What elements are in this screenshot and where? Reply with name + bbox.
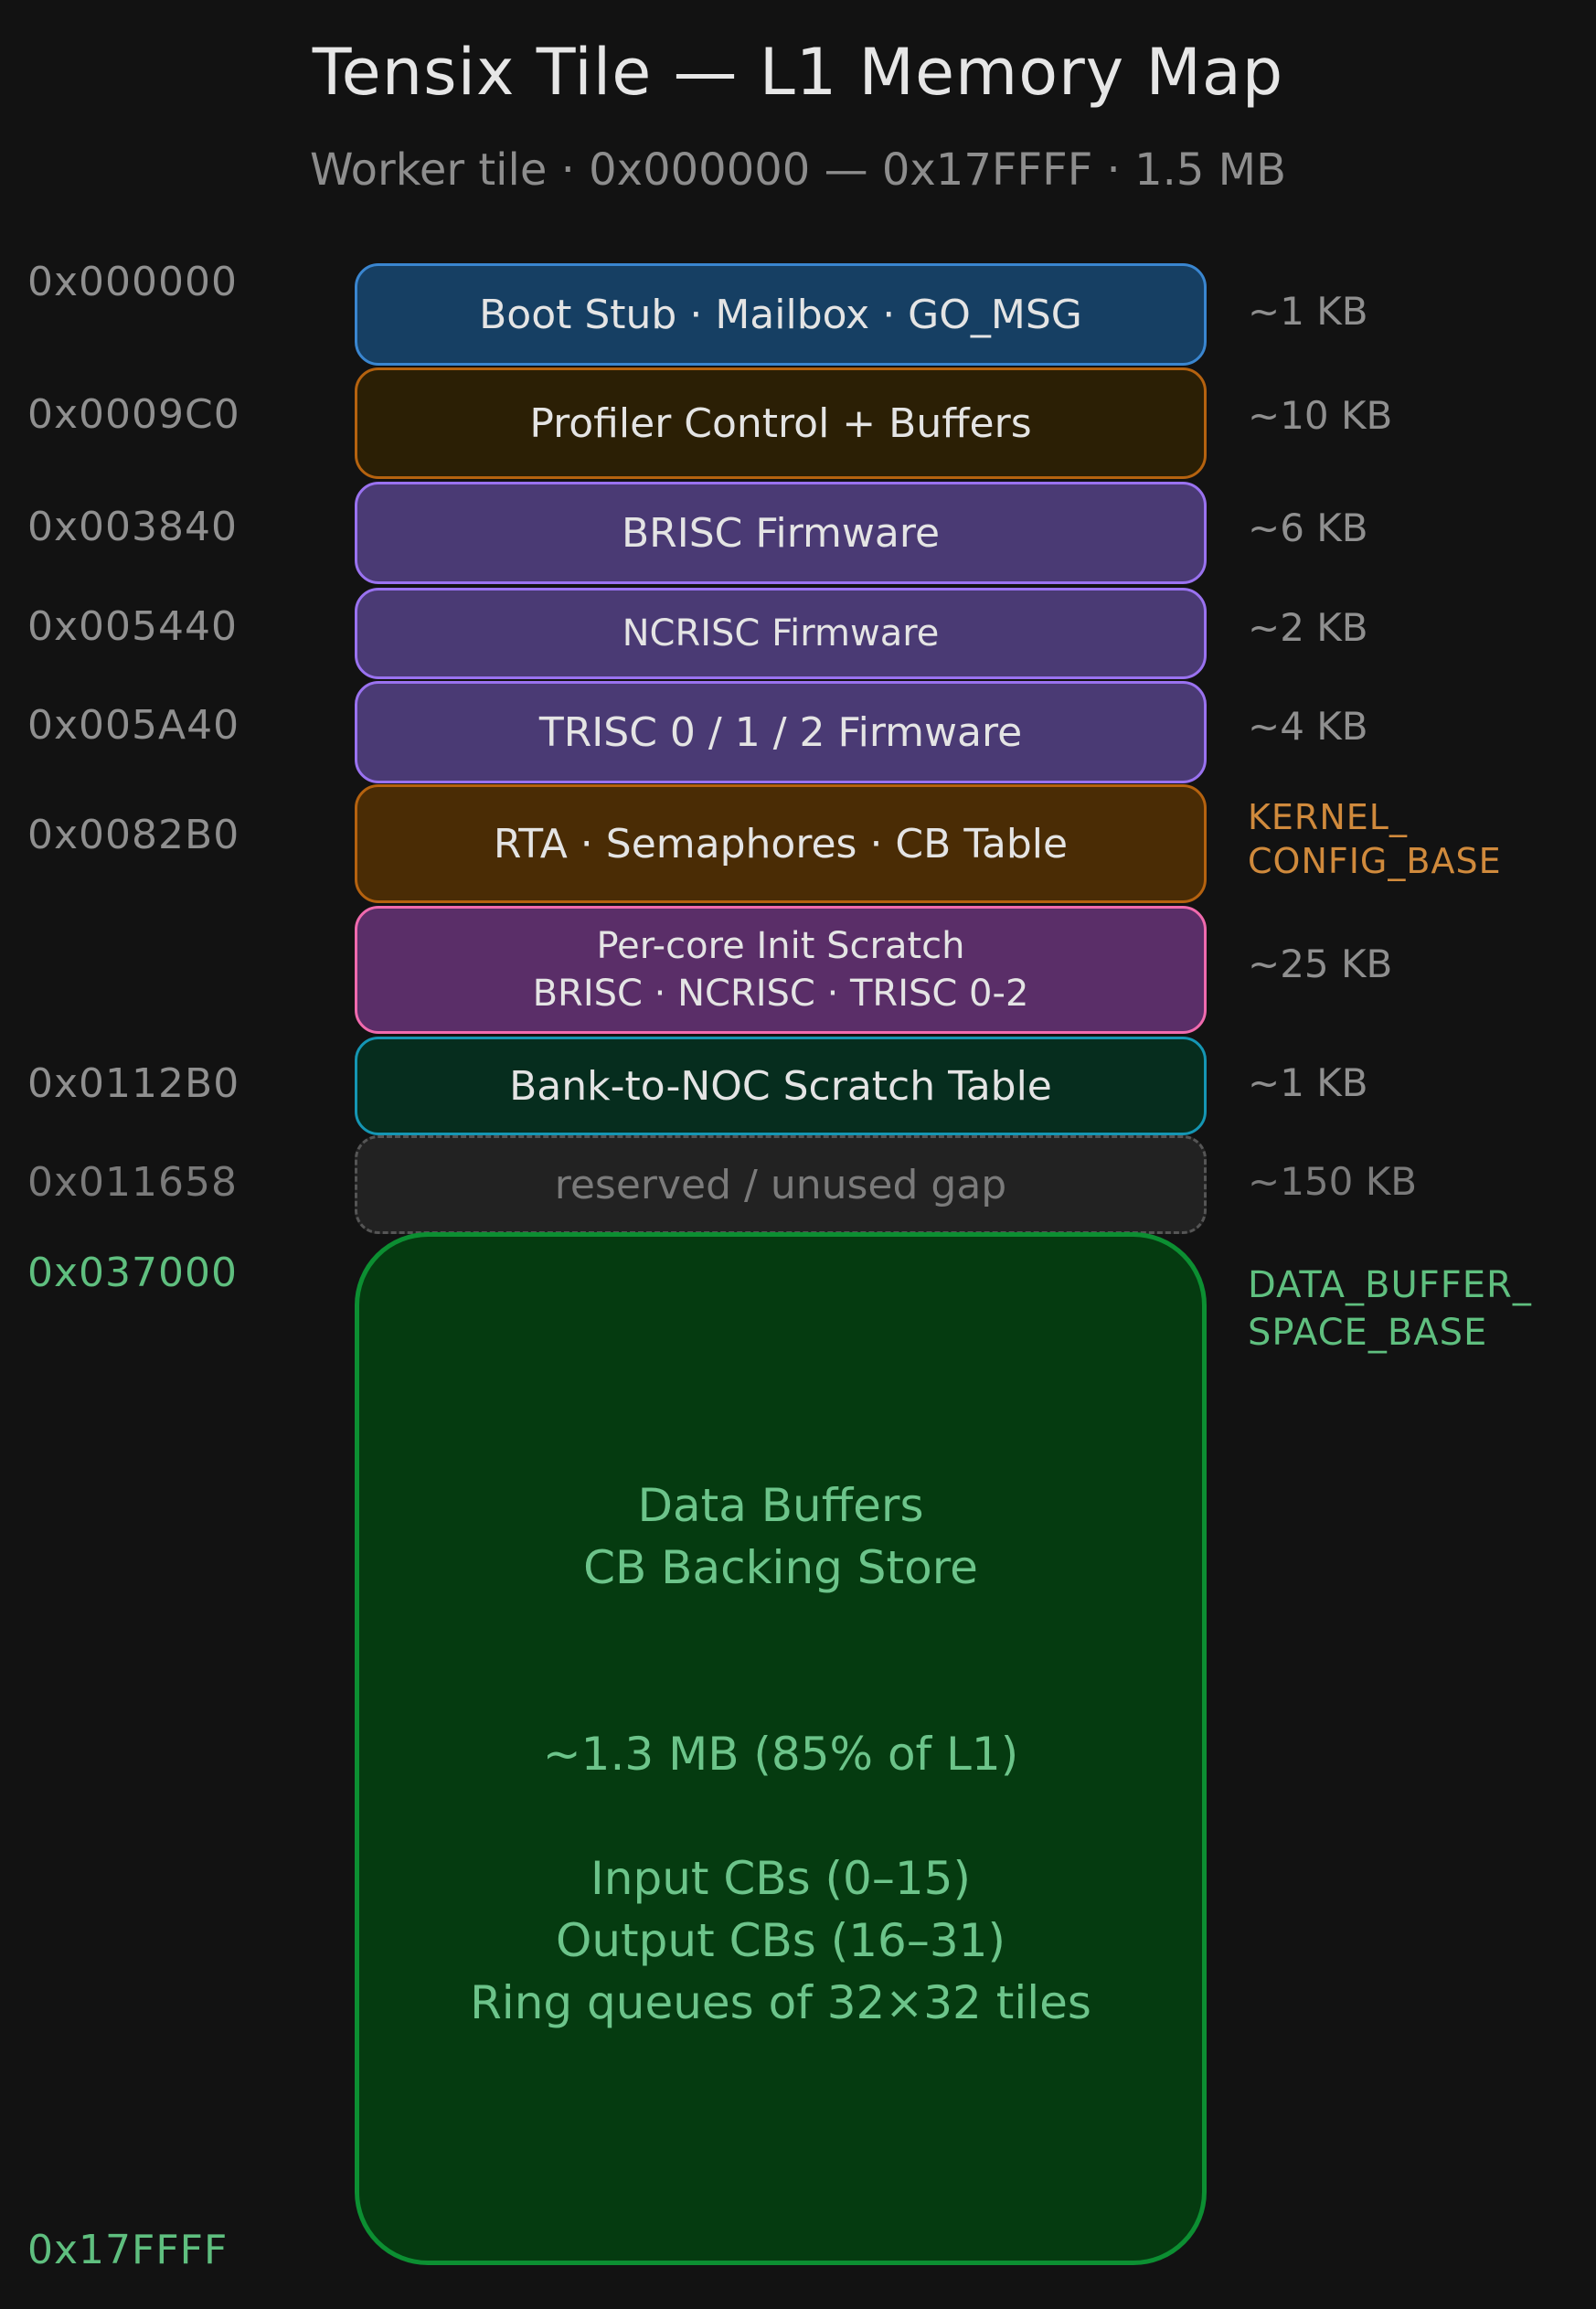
region-label-line: Data Buffers: [637, 1479, 924, 1532]
size-label-reserved: ~150 KB: [1248, 1159, 1418, 1204]
region-label-line: BRISC · NCRISC · TRISC 0-2: [532, 973, 1029, 1015]
size-label-brisc: ~6 KB: [1248, 505, 1368, 550]
region-reserved-gap: reserved / unused gap: [355, 1135, 1207, 1234]
region-ncrisc-firmware: NCRISC Firmware: [355, 588, 1207, 679]
region-trisc-firmware: TRISC 0 / 1 / 2 Firmware: [355, 681, 1207, 783]
region-label: Boot Stub · Mailbox · GO_MSG: [479, 291, 1082, 338]
region-label-line: CB Backing Store: [583, 1541, 978, 1594]
region-data-buffers: Data Buffers CB Backing Store ~1.3 MB (8…: [355, 1232, 1207, 2265]
size-label-profiler: ~10 KB: [1248, 393, 1393, 438]
region-boot-stub: Boot Stub · Mailbox · GO_MSG: [355, 263, 1207, 366]
region-rta-semaphores: RTA · Semaphores · CB Table: [355, 784, 1207, 903]
region-size-summary: ~1.3 MB (85% of L1): [542, 1728, 1019, 1781]
region-label-line: Output CBs (16–31): [556, 1914, 1005, 1967]
region-bank-to-noc: Bank-to-NOC Scratch Table: [355, 1037, 1207, 1135]
size-label-trisc: ~4 KB: [1248, 704, 1368, 749]
address-label-data-buffers: 0x037000: [27, 1250, 238, 1296]
region-label: NCRISC Firmware: [622, 612, 940, 654]
kernel-config-base-marker: KERNEL_ CONFIG_BASE: [1248, 795, 1502, 883]
region-label: reserved / unused gap: [554, 1161, 1007, 1208]
marker-line: DATA_BUFFER_: [1248, 1264, 1532, 1306]
marker-line: CONFIG_BASE: [1248, 841, 1502, 881]
marker-line: SPACE_BASE: [1248, 1312, 1488, 1354]
address-label-brisc: 0x003840: [27, 504, 238, 550]
region-profiler: Profiler Control + Buffers: [355, 367, 1207, 479]
region-brisc-firmware: BRISC Firmware: [355, 482, 1207, 584]
address-label-ncrisc: 0x005440: [27, 603, 238, 650]
size-label-ncrisc: ~2 KB: [1248, 605, 1368, 650]
size-label-boot: ~1 KB: [1248, 289, 1368, 334]
region-label: RTA · Semaphores · CB Table: [493, 820, 1069, 867]
marker-line: KERNEL_: [1248, 797, 1408, 837]
address-label-rta: 0x0082B0: [27, 812, 240, 858]
region-label: Bank-to-NOC Scratch Table: [509, 1062, 1052, 1110]
region-label-line: Ring queues of 32×32 tiles: [470, 1976, 1091, 2029]
address-label-end: 0x17FFFF: [27, 2227, 229, 2273]
address-label-boot: 0x000000: [27, 259, 238, 305]
region-init-scratch: Per-core Init Scratch BRISC · NCRISC · T…: [355, 906, 1207, 1034]
data-buffer-space-base-marker: DATA_BUFFER_ SPACE_BASE: [1248, 1261, 1532, 1357]
region-label: Profiler Control + Buffers: [529, 399, 1032, 447]
page-title: Tensix Tile — L1 Memory Map: [312, 35, 1284, 110]
page-subtitle: Worker tile · 0x000000 — 0x17FFFF · 1.5 …: [309, 144, 1287, 196]
size-label-bank-noc: ~1 KB: [1248, 1060, 1368, 1105]
region-label: TRISC 0 / 1 / 2 Firmware: [538, 708, 1023, 756]
size-label-init-scratch: ~25 KB: [1248, 942, 1393, 986]
region-label-line: Input CBs (0–15): [591, 1852, 971, 1905]
region-label: BRISC Firmware: [621, 509, 941, 557]
address-label-trisc: 0x005A40: [27, 702, 240, 749]
region-label-line: Per-core Init Scratch: [596, 925, 965, 967]
address-label-profiler: 0x0009C0: [27, 391, 240, 438]
address-label-bank-noc: 0x0112B0: [27, 1060, 240, 1107]
address-label-reserved: 0x011658: [27, 1159, 238, 1206]
